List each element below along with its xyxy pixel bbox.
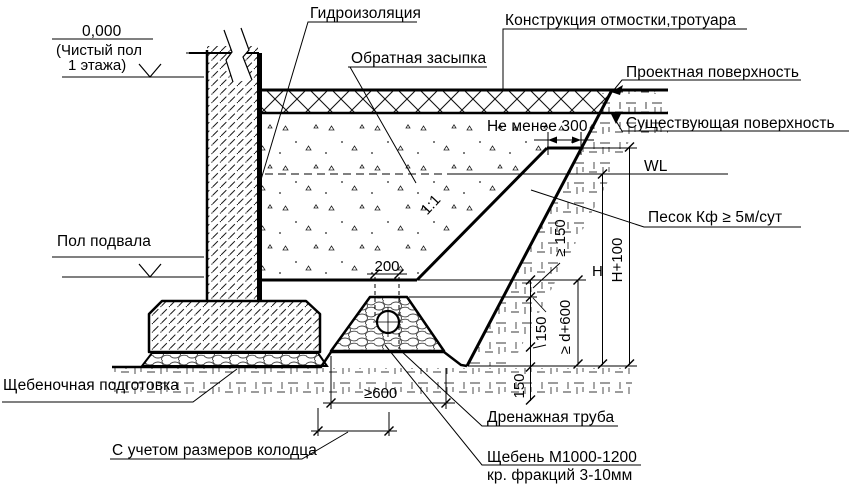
label-well-note: С учетом размеров колодца: [112, 442, 317, 459]
dim-ge600-text: ≥600: [364, 385, 397, 402]
drain-gravel-trapezoid: [329, 295, 446, 353]
footing: [147, 299, 322, 354]
dim-min300-text: Не менее 300: [487, 118, 588, 135]
excavation-profile: [112, 88, 668, 369]
dimension-200: [367, 269, 407, 349]
label-drain-pipe: Дренажная труба: [487, 409, 615, 426]
dim-h100-text: Н+100: [609, 238, 626, 283]
label-basement-floor: Пол подвала: [57, 233, 151, 250]
label-backfill: Обратная засыпка: [351, 50, 486, 67]
label-pavement: Конструкция отмостки,тротуара: [505, 12, 736, 29]
dim-h-text: Н: [592, 263, 603, 280]
dimension-well: [311, 408, 397, 436]
level-mark-zero: [52, 38, 206, 78]
label-sand: Песок Кф ≥ 5м/сут: [648, 209, 782, 226]
label-existing-surface: Существующая поверхность: [626, 115, 835, 132]
label-gravel-1: Щебень М1000-1200: [487, 449, 637, 466]
label-elevation-note-1: (Чистый пол: [56, 42, 142, 59]
dim-150-lower-text: 150: [511, 373, 528, 398]
dim-ge150-text: ≥ 150: [552, 219, 569, 256]
dim-d600-text: ≥ d+600: [557, 300, 574, 355]
pavement-band: [259, 91, 614, 112]
label-elevation-zero: 0,000: [82, 23, 122, 40]
annotations: 0,000 (Чистый пол 1 этажа) Гидроизоляция…: [3, 5, 835, 484]
dim-ge150-leader: [532, 262, 561, 289]
label-gravel-2: кр. фракций 3-10мм: [487, 467, 632, 484]
dimension-stack-right: [525, 142, 635, 405]
label-water-level: WL: [644, 158, 668, 175]
dimension-ge600: [323, 356, 455, 409]
backfill-zone: [260, 115, 597, 279]
dimension-min300: [534, 132, 594, 155]
foundation-wall: [189, 27, 262, 302]
outer-slope-line: [465, 89, 614, 367]
rubble-preparation-layer: [139, 352, 329, 367]
label-design-surface: Проектная поверхность: [626, 64, 799, 81]
inner-slope-line: [415, 146, 549, 282]
wall-break-symbol: [223, 27, 253, 83]
label-waterproofing: Гидроизоляция: [310, 5, 421, 22]
label-rubble-base: Щебеночная подготовка: [3, 377, 179, 394]
dim-150-upper-text: 150: [533, 316, 550, 341]
leader-lines: [2, 21, 849, 466]
dim-200-text: 200: [374, 258, 399, 275]
label-elevation-note-2: 1 этажа): [68, 57, 126, 74]
extension-lines: [409, 147, 637, 367]
level-mark-basement: [52, 256, 204, 278]
